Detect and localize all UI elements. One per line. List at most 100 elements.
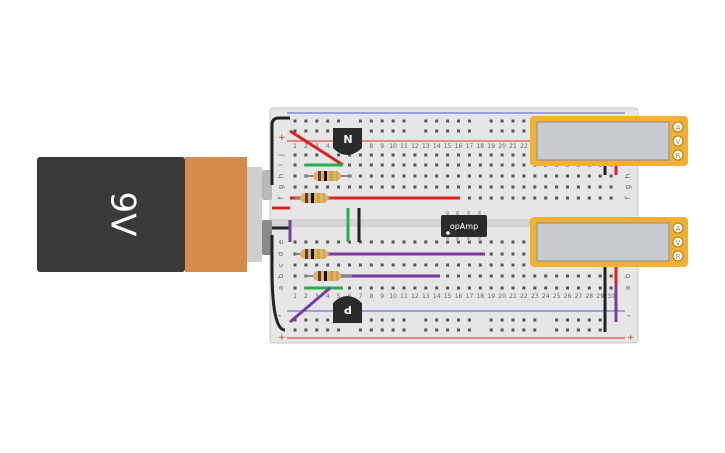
breadboard-hole[interactable] bbox=[566, 286, 569, 290]
breadboard-hole[interactable] bbox=[566, 318, 569, 322]
breadboard-hole[interactable] bbox=[304, 129, 308, 133]
breadboard-hole[interactable] bbox=[555, 196, 559, 200]
breadboard-hole[interactable] bbox=[413, 163, 417, 167]
breadboard-hole[interactable] bbox=[511, 129, 515, 133]
breadboard-hole[interactable] bbox=[522, 174, 526, 178]
breadboard-hole[interactable] bbox=[489, 252, 493, 256]
breadboard-hole[interactable] bbox=[304, 263, 308, 267]
breadboard-hole[interactable] bbox=[500, 129, 504, 133]
multimeter[interactable]: A V R bbox=[530, 116, 688, 175]
breadboard-hole[interactable] bbox=[609, 286, 613, 290]
battery-terminal-negative[interactable] bbox=[262, 220, 272, 255]
breadboard-hole[interactable] bbox=[522, 286, 526, 290]
battery-9v[interactable]: 9V bbox=[37, 157, 272, 272]
breadboard-hole[interactable] bbox=[587, 286, 591, 290]
breadboard-hole[interactable] bbox=[446, 119, 450, 123]
breadboard-hole[interactable] bbox=[522, 185, 526, 189]
breadboard-hole[interactable] bbox=[544, 174, 548, 178]
breadboard-hole[interactable] bbox=[380, 328, 384, 332]
breadboard-hole[interactable] bbox=[457, 153, 460, 157]
breadboard-hole[interactable] bbox=[500, 196, 504, 200]
breadboard-hole[interactable] bbox=[304, 318, 308, 322]
breadboard-hole[interactable] bbox=[293, 274, 297, 278]
breadboard-hole[interactable] bbox=[293, 129, 297, 133]
breadboard-hole[interactable] bbox=[478, 274, 482, 278]
breadboard-hole[interactable] bbox=[522, 153, 526, 157]
breadboard-hole[interactable] bbox=[478, 286, 482, 290]
breadboard-hole[interactable] bbox=[358, 153, 362, 157]
breadboard-hole[interactable] bbox=[555, 174, 559, 178]
breadboard-hole[interactable] bbox=[424, 153, 428, 157]
breadboard-hole[interactable] bbox=[446, 185, 450, 189]
breadboard-hole[interactable] bbox=[304, 185, 308, 189]
breadboard-hole[interactable] bbox=[358, 328, 362, 332]
breadboard-hole[interactable] bbox=[511, 274, 515, 278]
multimeter[interactable]: A V R bbox=[530, 217, 688, 285]
breadboard-hole[interactable] bbox=[500, 174, 504, 178]
breadboard-hole[interactable] bbox=[380, 163, 384, 167]
breadboard-hole[interactable] bbox=[489, 185, 493, 189]
breadboard-hole[interactable] bbox=[326, 318, 330, 322]
breadboard-hole[interactable] bbox=[533, 185, 537, 189]
breadboard-hole[interactable] bbox=[315, 263, 319, 267]
breadboard-hole[interactable] bbox=[500, 274, 504, 278]
breadboard-hole[interactable] bbox=[380, 318, 384, 322]
breadboard-hole[interactable] bbox=[435, 129, 439, 133]
breadboard-hole[interactable] bbox=[511, 119, 515, 123]
breadboard-hole[interactable] bbox=[293, 240, 297, 244]
breadboard-hole[interactable] bbox=[293, 119, 297, 123]
breadboard-hole[interactable] bbox=[544, 274, 548, 278]
breadboard-hole[interactable] bbox=[435, 318, 439, 322]
breadboard-hole[interactable] bbox=[380, 153, 384, 157]
breadboard-hole[interactable] bbox=[391, 119, 395, 123]
breadboard-hole[interactable] bbox=[446, 274, 450, 278]
breadboard-hole[interactable] bbox=[489, 196, 493, 200]
breadboard-hole[interactable] bbox=[489, 129, 493, 133]
breadboard-hole[interactable] bbox=[358, 263, 362, 267]
breadboard-hole[interactable] bbox=[489, 286, 493, 290]
breadboard-hole[interactable] bbox=[489, 328, 493, 332]
breadboard-hole[interactable] bbox=[358, 185, 362, 189]
breadboard-hole[interactable] bbox=[511, 318, 515, 322]
breadboard-hole[interactable] bbox=[402, 286, 406, 290]
breadboard-hole[interactable] bbox=[315, 328, 319, 332]
breadboard-hole[interactable] bbox=[413, 153, 417, 157]
breadboard-hole[interactable] bbox=[380, 119, 384, 123]
breadboard-hole[interactable] bbox=[315, 240, 319, 244]
breadboard-hole[interactable] bbox=[587, 318, 591, 322]
breadboard-hole[interactable] bbox=[293, 185, 297, 189]
breadboard-hole[interactable] bbox=[489, 274, 493, 278]
breadboard-hole[interactable] bbox=[424, 129, 428, 133]
breadboard-hole[interactable] bbox=[489, 318, 493, 322]
breadboard-hole[interactable] bbox=[467, 185, 471, 189]
breadboard-hole[interactable] bbox=[533, 328, 537, 332]
breadboard-hole[interactable] bbox=[609, 185, 613, 189]
breadboard-hole[interactable] bbox=[555, 274, 559, 278]
breadboard-hole[interactable] bbox=[467, 318, 471, 322]
breadboard-hole[interactable] bbox=[293, 153, 297, 157]
breadboard-hole[interactable] bbox=[369, 129, 373, 133]
breadboard-hole[interactable] bbox=[500, 153, 504, 157]
breadboard-hole[interactable] bbox=[555, 185, 559, 189]
breadboard-hole[interactable] bbox=[587, 328, 591, 332]
wire-purple[interactable] bbox=[289, 286, 331, 324]
breadboard-hole[interactable] bbox=[467, 286, 471, 290]
breadboard-hole[interactable] bbox=[555, 286, 559, 290]
breadboard-hole[interactable] bbox=[435, 263, 439, 267]
breadboard-hole[interactable] bbox=[348, 185, 351, 189]
breadboard-hole[interactable] bbox=[489, 263, 493, 267]
breadboard-hole[interactable] bbox=[304, 328, 308, 332]
breadboard-hole[interactable] bbox=[587, 174, 591, 178]
breadboard-hole[interactable] bbox=[533, 286, 537, 290]
breadboard-hole[interactable] bbox=[457, 328, 460, 332]
breadboard-hole[interactable] bbox=[391, 174, 395, 178]
breadboard-hole[interactable] bbox=[337, 185, 341, 189]
breadboard-hole[interactable] bbox=[424, 185, 428, 189]
breadboard-hole[interactable] bbox=[511, 263, 515, 267]
breadboard-hole[interactable] bbox=[500, 318, 504, 322]
breadboard-hole[interactable] bbox=[446, 174, 450, 178]
breadboard-hole[interactable] bbox=[489, 119, 493, 123]
breadboard-hole[interactable] bbox=[489, 153, 493, 157]
breadboard-hole[interactable] bbox=[358, 119, 362, 123]
breadboard-hole[interactable] bbox=[391, 318, 395, 322]
